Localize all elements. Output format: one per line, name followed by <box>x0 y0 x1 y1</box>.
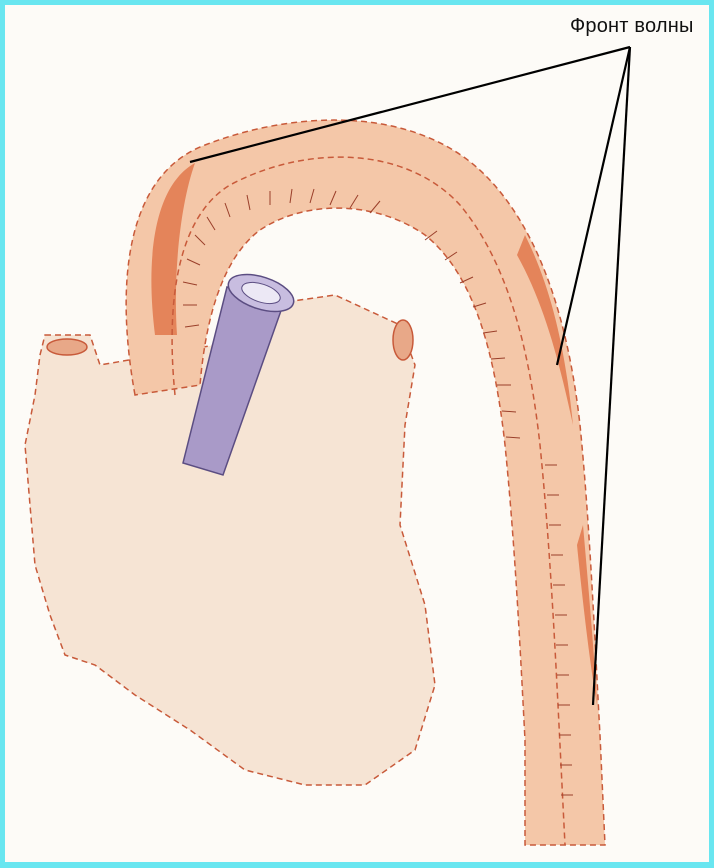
left-vessel-stub <box>47 339 87 355</box>
aorta-pulse-wave-diagram <box>5 5 709 862</box>
wave-front-label: Фронт волны <box>570 15 694 38</box>
right-vessel-stub <box>393 320 413 360</box>
